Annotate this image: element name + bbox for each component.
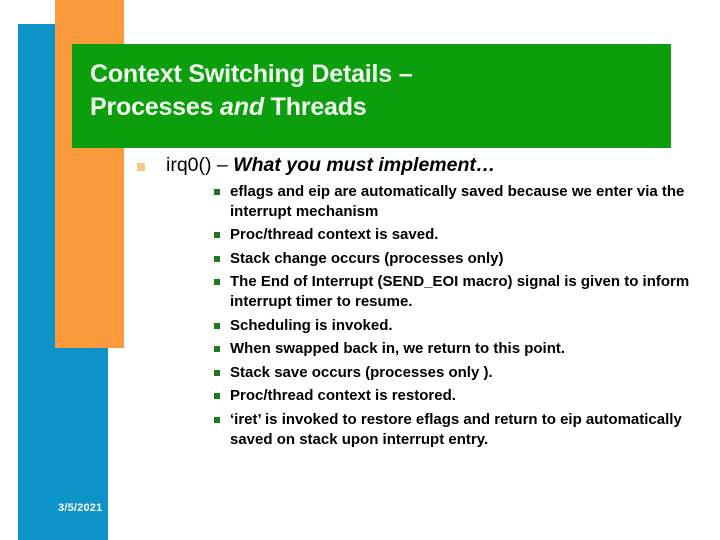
bullet-level1-text: irq0() – (166, 154, 234, 176)
title-line-2-part-2: Threads (263, 93, 367, 121)
list-item: eflags and eip are automatically saved b… (212, 182, 702, 221)
list-item: Scheduling is invoked. (212, 316, 702, 336)
list-item-text: Stack save occurs (processes only ). (230, 363, 493, 381)
bullet-level2-list: eflags and eip are automatically saved b… (212, 182, 702, 449)
bullet-level1-emphasis: What you must implement… (233, 154, 496, 176)
title-line-2: Processes and Threads (90, 91, 660, 124)
title-background-panel (72, 44, 671, 148)
square-bullet-icon (214, 232, 220, 239)
list-item: Stack change occurs (processes only) (212, 249, 702, 269)
list-item: The End of Interrupt (SEND_EOI macro) si… (212, 272, 702, 311)
title-line-1: Context Switching Details – (90, 60, 413, 88)
list-item-text: Scheduling is invoked. (230, 316, 393, 334)
list-item: Proc/thread context is restored. (212, 386, 702, 406)
bullet-level1: irq0() – What you must implement… (130, 152, 702, 178)
square-bullet-icon (214, 189, 220, 195)
slide-title: Context Switching Details – Processes an… (90, 58, 660, 124)
list-item-text: Stack change occurs (processes only) (230, 249, 504, 267)
square-bullet-icon (137, 163, 145, 171)
list-item: Proc/thread context is saved. (212, 225, 702, 245)
square-bullet-icon (214, 255, 220, 262)
list-item-text: Proc/thread context is restored. (230, 387, 456, 405)
title-line-2-part-1: Processes (90, 93, 221, 121)
list-item: Stack save occurs (processes only ). (212, 363, 702, 383)
square-bullet-icon (214, 279, 220, 286)
list-item-text: ‘iret’ is invoked to restore eflags and … (230, 410, 682, 448)
square-bullet-icon (214, 369, 220, 376)
list-item-text: Proc/thread context is saved. (230, 226, 439, 244)
list-item-text: eflags and eip are automatically saved b… (230, 183, 685, 220)
title-line-2-emphasis: and (220, 93, 264, 121)
square-bullet-icon (214, 322, 220, 329)
list-item: ‘iret’ is invoked to restore eflags and … (212, 410, 702, 449)
list-item-text: When swapped back in, we return to this … (230, 340, 566, 358)
square-bullet-icon (214, 346, 220, 353)
list-item-text: The End of Interrupt (SEND_EOI macro) si… (230, 273, 690, 310)
list-item: When swapped back in, we return to this … (212, 339, 702, 359)
square-bullet-icon (214, 416, 220, 423)
slide-body: irq0() – What you must implement… eflags… (130, 152, 702, 449)
footer-date: 3/5/2021 (58, 502, 103, 514)
square-bullet-icon (214, 393, 220, 400)
